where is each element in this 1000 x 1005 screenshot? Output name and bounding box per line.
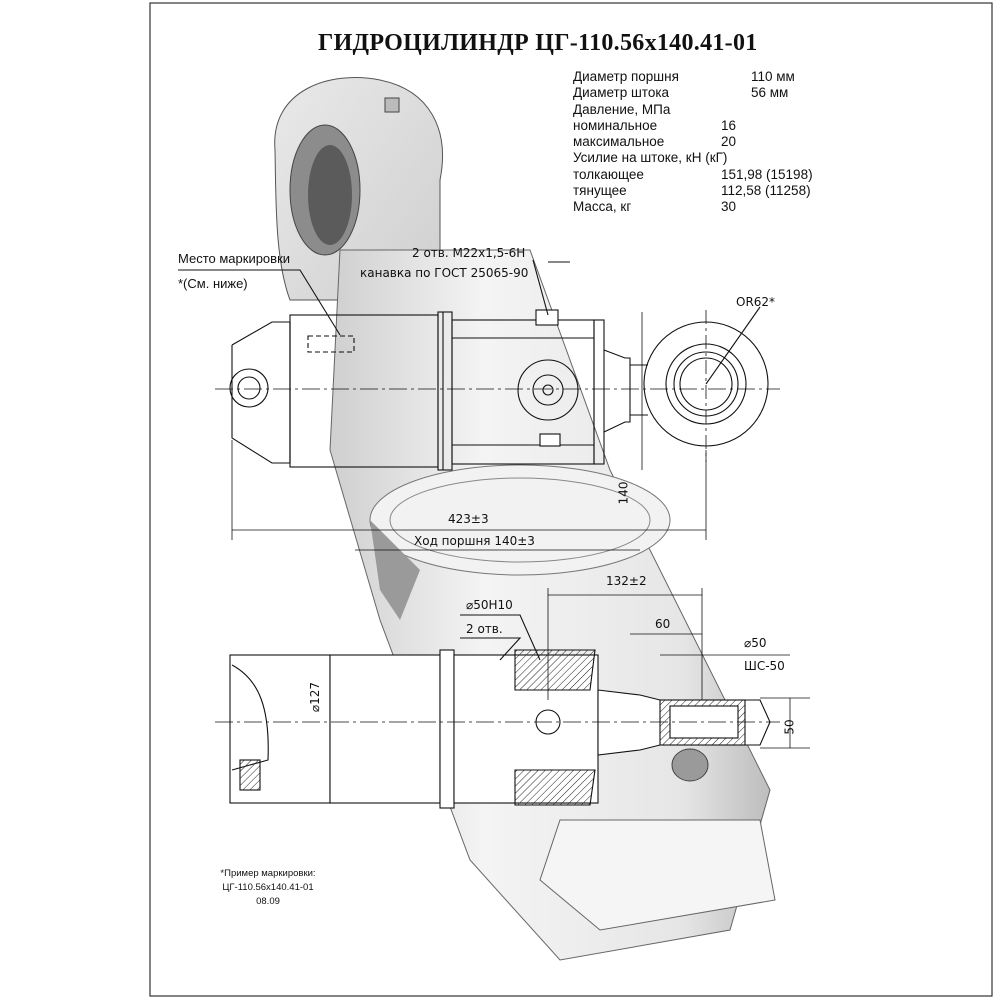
- spec-value: 30: [721, 199, 737, 215]
- bottom-view: [215, 588, 810, 809]
- spec-label: Диаметр поршня: [573, 69, 679, 84]
- dia-50-label: ⌀50: [744, 636, 767, 650]
- spec-label: Диаметр штока: [573, 85, 670, 101]
- rendered-cylinder: [274, 77, 776, 961]
- bearing-label: ШС-50: [744, 659, 785, 673]
- stroke-dim-label: Ход поршня 140±3: [414, 534, 535, 548]
- bore-label: ⌀50H10: [466, 598, 513, 612]
- spec-label: номинальное: [573, 117, 658, 133]
- spec-value: 56 мм: [751, 85, 789, 101]
- drawing-title: ГИДРОЦИЛИНДР ЦГ-110.56х140.41-01: [318, 30, 758, 56]
- spec-value: 112,58 (11258): [721, 183, 811, 199]
- dia-127-label: ⌀127: [308, 681, 323, 713]
- spec-label: Усилие на штоке, кН (кГ): [573, 150, 728, 166]
- see-below-label: *(См. ниже): [178, 276, 248, 291]
- spec-value: 151,98 (15198): [721, 166, 813, 182]
- marking-place-label: Место маркировки: [178, 251, 291, 266]
- sheet-border: [149, 2, 993, 997]
- spec-value: 20: [721, 134, 737, 150]
- dim-60-label: 60: [655, 617, 671, 631]
- marking-example-date: 08.09: [256, 896, 280, 907]
- height-dim-label: 140: [616, 481, 631, 505]
- groove-label: канавка по ГОСТ 25065-90: [360, 266, 529, 280]
- spec-value: 110 мм: [751, 69, 795, 84]
- holes-top-label: 2 отв. M22х1,5-6Н: [412, 246, 526, 260]
- spec-label: Давление, МПа: [573, 101, 671, 117]
- spec-label: Масса, кг: [573, 199, 632, 215]
- marking-example: *Пример маркировки: ЦГ-110.56х140.41-01 …: [193, 867, 343, 909]
- radius-label: OR62*: [736, 295, 776, 309]
- spec-value: 16: [721, 117, 737, 133]
- spec-label: толкающее: [573, 166, 644, 182]
- spec-label: максимальное: [573, 134, 665, 150]
- dim-50-label: 50: [782, 719, 797, 735]
- length-dim-label: 423±3: [448, 512, 489, 526]
- marking-example-code: ЦГ-110.56х140.41-01: [222, 882, 314, 893]
- top-view: [178, 259, 780, 551]
- holes-bottom-label: 2 отв.: [466, 622, 503, 636]
- spec-label: тянущее: [573, 183, 627, 199]
- dim-132-label: 132±2: [606, 574, 647, 588]
- marking-example-header: *Пример маркировки:: [220, 868, 316, 879]
